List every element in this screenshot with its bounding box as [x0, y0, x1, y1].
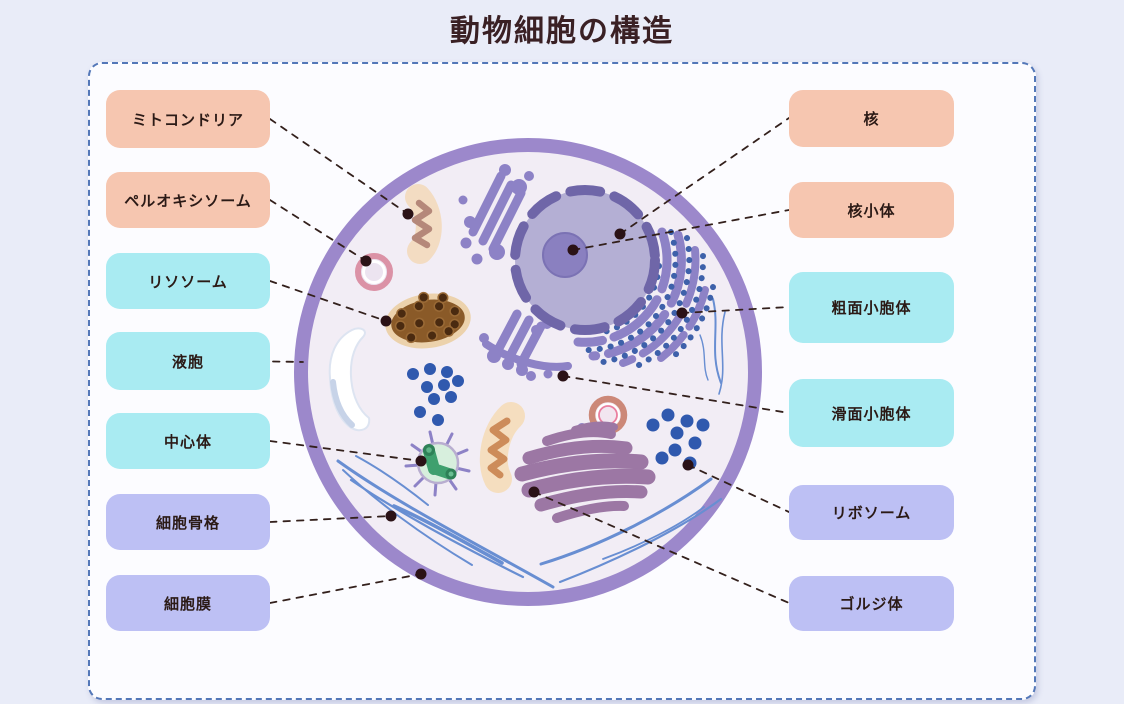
label-nucleus: 核 [789, 90, 954, 147]
label-golgi: ゴルジ体 [789, 576, 954, 631]
label-cell-membrane: 細胞膜 [106, 575, 270, 631]
label-cytoskeleton: 細胞骨格 [106, 494, 270, 550]
label-nucleolus: 核小体 [789, 182, 954, 238]
label-lysosome: リソソーム [106, 253, 270, 309]
label-mitochondria: ミトコンドリア [106, 90, 270, 148]
label-vacuole: 液胞 [106, 332, 270, 390]
label-smooth-er: 滑面小胞体 [789, 379, 954, 447]
page-title: 動物細胞の構造 [450, 15, 674, 48]
label-ribosome: リボソーム [789, 485, 954, 540]
label-centrosome: 中心体 [106, 413, 270, 469]
label-peroxisome: ペルオキシソーム [106, 172, 270, 228]
label-rough-er: 粗面小胞体 [789, 272, 954, 343]
